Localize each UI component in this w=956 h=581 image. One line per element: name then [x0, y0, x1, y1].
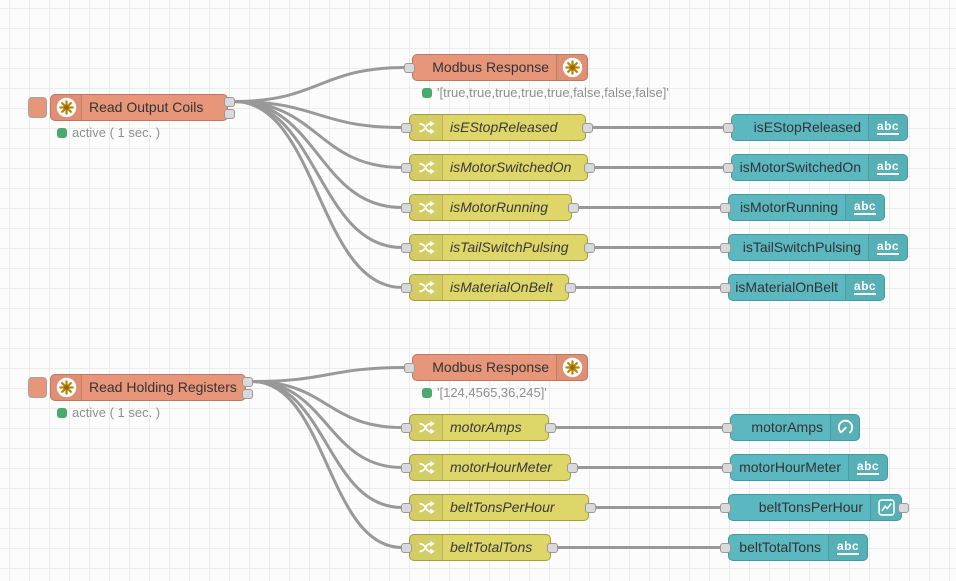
output-port[interactable] — [224, 97, 235, 107]
node-fn-isEStopReleased[interactable]: isEStopReleased — [409, 114, 586, 141]
output-port[interactable] — [242, 377, 253, 387]
wire[interactable] — [234, 102, 402, 288]
output-port[interactable] — [585, 503, 596, 513]
output-port[interactable] — [545, 423, 556, 433]
wire[interactable] — [234, 68, 405, 102]
status-text: '[true,true,true,true,true,false,false,f… — [437, 85, 669, 100]
node-fn-beltTonsPerHour[interactable]: beltTonsPerHour — [409, 494, 589, 521]
node-label: Read Output Coils — [51, 95, 227, 120]
output-port[interactable] — [584, 243, 595, 253]
node-status: '[true,true,true,true,true,false,false,f… — [422, 85, 669, 100]
input-port[interactable] — [401, 503, 412, 513]
wire[interactable] — [252, 382, 402, 508]
status-text: '[124,4565,36,245]' — [437, 385, 547, 400]
node-label: beltTonsPerHour — [410, 495, 588, 520]
input-port[interactable] — [720, 203, 731, 213]
node-ui-motorHourMeter[interactable]: abcmotorHourMeter — [730, 454, 888, 481]
node-label: Modbus Response — [413, 55, 587, 80]
node-label: isEStopReleased — [410, 115, 585, 140]
output-port[interactable] — [582, 123, 593, 133]
node-label: isEStopReleased — [732, 115, 907, 140]
input-port[interactable] — [722, 463, 733, 473]
node-ui-motorAmps[interactable]: motorAmps — [730, 414, 860, 441]
node-label: Modbus Response — [413, 355, 587, 380]
wire[interactable] — [234, 102, 402, 248]
input-port[interactable] — [401, 463, 412, 473]
node-status: active ( 1 sec. ) — [57, 405, 160, 420]
node-fn-isMotorRunning[interactable]: isMotorRunning — [409, 194, 572, 221]
node-ui-isMotorSwitchedOn[interactable]: abcisMotorSwitchedOn — [731, 154, 908, 181]
node-label: isTailSwitchPulsing — [410, 235, 587, 260]
status-dot-icon — [57, 408, 67, 418]
node-label: isMaterialOnBelt — [410, 275, 568, 300]
node-modbus-response-1[interactable]: Modbus Response — [412, 54, 588, 81]
output-port[interactable] — [567, 463, 578, 473]
node-fn-beltTotalTons[interactable]: beltTotalTons — [409, 534, 551, 561]
node-ui-beltTotalTons[interactable]: abcbeltTotalTons — [728, 534, 868, 561]
input-port[interactable] — [401, 243, 412, 253]
input-port[interactable] — [401, 203, 412, 213]
input-port[interactable] — [720, 543, 731, 553]
input-port[interactable] — [723, 123, 734, 133]
node-status: '[124,4565,36,245]' — [422, 385, 547, 400]
node-fn-isMaterialOnBelt[interactable]: isMaterialOnBelt — [409, 274, 569, 301]
node-label: beltTotalTons — [729, 535, 867, 560]
status-dot-icon — [422, 388, 432, 398]
output-port[interactable] — [242, 389, 253, 399]
node-label: isMotorSwitchedOn — [410, 155, 587, 180]
input-port[interactable] — [401, 123, 412, 133]
input-port[interactable] — [404, 63, 415, 73]
input-port[interactable] — [720, 283, 731, 293]
status-dot-icon — [57, 128, 67, 138]
node-read-holding-registers[interactable]: Read Holding Registers — [50, 374, 246, 401]
status-dot-icon — [422, 88, 432, 98]
node-label: beltTotalTons — [410, 535, 550, 560]
output-port[interactable] — [547, 543, 558, 553]
node-label: motorHourMeter — [731, 455, 887, 480]
status-text: active ( 1 sec. ) — [72, 125, 160, 140]
wire[interactable] — [234, 102, 402, 168]
output-port[interactable] — [568, 203, 579, 213]
node-label: motorHourMeter — [410, 455, 570, 480]
node-fn-isTailSwitchPulsing[interactable]: isTailSwitchPulsing — [409, 234, 588, 261]
node-ui-isEStopReleased[interactable]: abcisEStopReleased — [731, 114, 908, 141]
node-label: Read Holding Registers — [51, 375, 245, 400]
node-label: isTailSwitchPulsing — [729, 235, 907, 260]
node-status: active ( 1 sec. ) — [57, 125, 160, 140]
input-port[interactable] — [401, 423, 412, 433]
node-label: isMotorRunning — [410, 195, 571, 220]
output-port[interactable] — [224, 109, 235, 119]
input-port[interactable] — [401, 283, 412, 293]
output-port[interactable] — [898, 503, 909, 513]
node-ui-isTailSwitchPulsing[interactable]: abcisTailSwitchPulsing — [728, 234, 908, 261]
status-text: active ( 1 sec. ) — [72, 405, 160, 420]
node-label: motorAmps — [731, 415, 859, 440]
input-port[interactable] — [720, 503, 731, 513]
node-ui-isMaterialOnBelt[interactable]: abcisMaterialOnBelt — [728, 274, 885, 301]
wire[interactable] — [252, 368, 405, 382]
node-label: beltTonsPerHour — [729, 495, 901, 520]
node-label: isMotorSwitchedOn — [732, 155, 907, 180]
node-modbus-response-2[interactable]: Modbus Response — [412, 354, 588, 381]
input-port[interactable] — [401, 163, 412, 173]
output-port[interactable] — [584, 163, 595, 173]
node-fn-motorAmps[interactable]: motorAmps — [409, 414, 549, 441]
node-fn-isMotorSwitchedOn[interactable]: isMotorSwitchedOn — [409, 154, 588, 181]
node-ui-isMotorRunning[interactable]: abcisMotorRunning — [728, 194, 885, 221]
output-port[interactable] — [565, 283, 576, 293]
node-label: isMaterialOnBelt — [729, 275, 884, 300]
node-label: motorAmps — [410, 415, 548, 440]
input-port[interactable] — [720, 243, 731, 253]
node-label: isMotorRunning — [729, 195, 884, 220]
input-port[interactable] — [722, 423, 733, 433]
node-read-output-coils[interactable]: Read Output Coils — [50, 94, 228, 121]
node-ui-beltTonsPerHour[interactable]: beltTonsPerHour — [728, 494, 902, 521]
node-fn-motorHourMeter[interactable]: motorHourMeter — [409, 454, 571, 481]
input-port[interactable] — [401, 543, 412, 553]
input-port[interactable] — [404, 363, 415, 373]
node-button[interactable] — [28, 97, 47, 118]
input-port[interactable] — [723, 163, 734, 173]
node-button[interactable] — [28, 377, 47, 398]
